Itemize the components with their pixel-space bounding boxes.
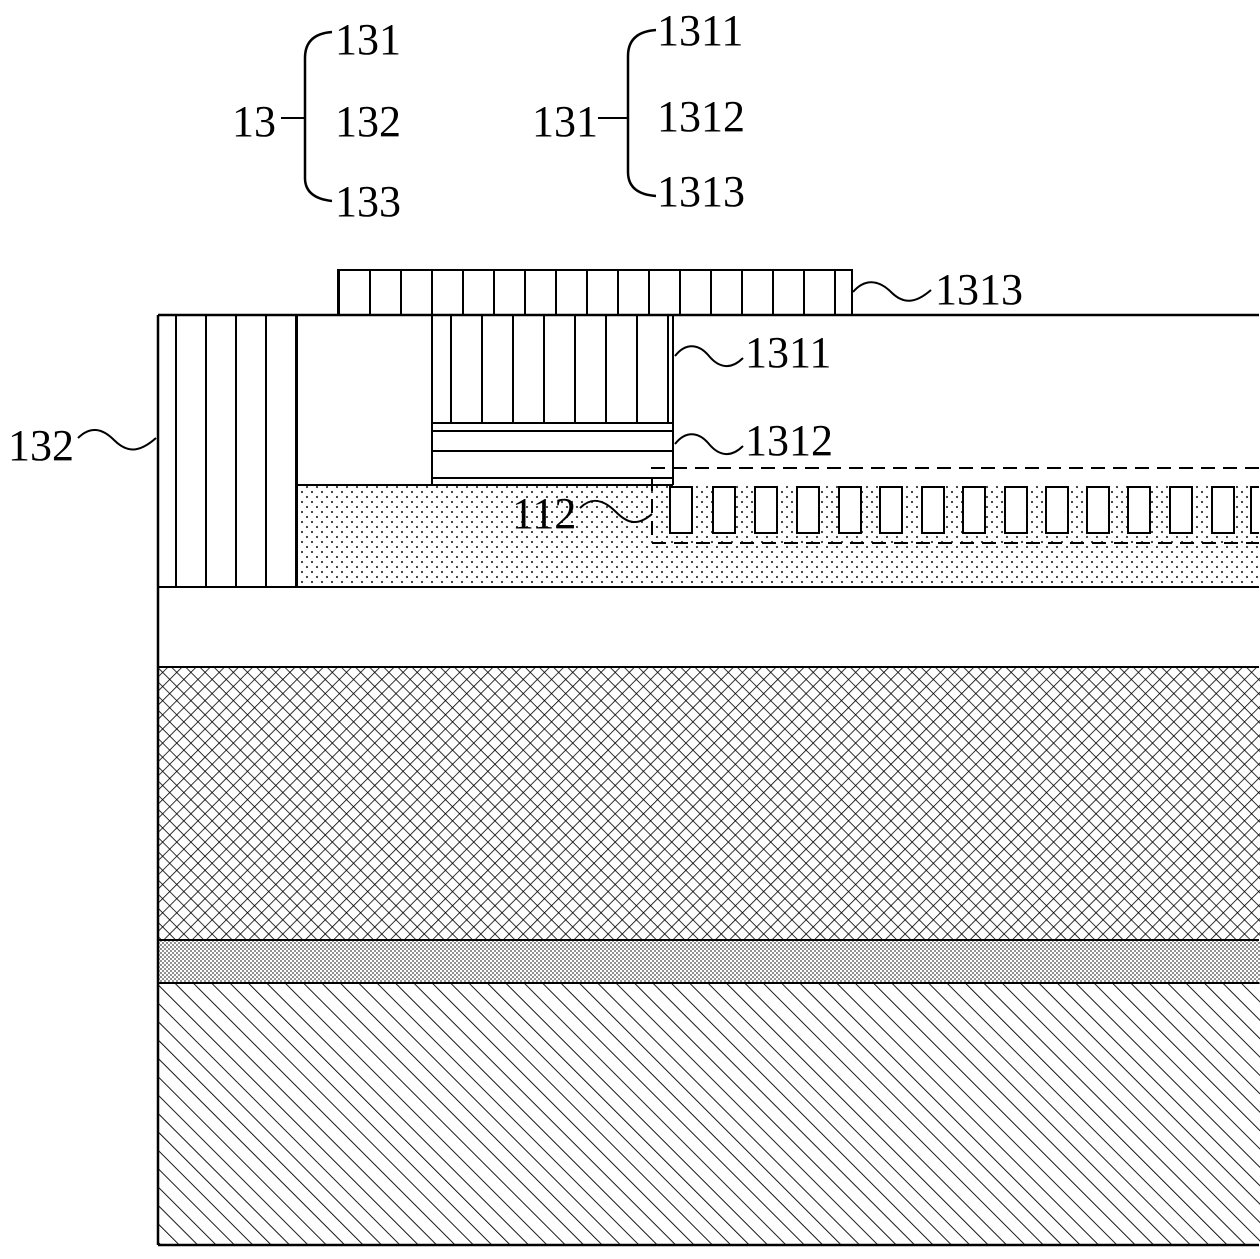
leader-1313: [852, 281, 932, 302]
label-132: 132: [8, 421, 74, 470]
grating-tooth: [754, 486, 778, 534]
grating-tooth: [796, 486, 820, 534]
grating-tooth: [1211, 486, 1235, 534]
legend-131-item-1311: 1311: [657, 6, 743, 55]
callout-132: 132: [8, 421, 157, 470]
grating-tooth: [921, 486, 945, 534]
region-112-outline: [651, 467, 1259, 544]
grating-tooth: [1004, 486, 1028, 534]
leader-1312: [674, 433, 744, 455]
layer-1311: [432, 315, 673, 423]
legend-131-item-1312: 1312: [657, 92, 745, 141]
grating-tooth: [1086, 486, 1110, 534]
crosshatch-layer: [159, 667, 1260, 940]
grating-tooth: [838, 486, 862, 534]
grating-tooth: [712, 486, 736, 534]
grating-tooth: [1127, 486, 1151, 534]
electrode-132: [160, 315, 297, 587]
legend-131-group-label: 131: [532, 97, 598, 146]
dense-dotted-layer: [159, 940, 1260, 983]
layer-1313: [337, 269, 853, 316]
blank-block: [297, 315, 432, 485]
callout-1312: 1312: [674, 416, 833, 465]
callout-112: 112: [512, 489, 653, 538]
label-1311: 1311: [745, 328, 831, 377]
layer-1312: [432, 422, 673, 485]
callout-1313: 1313: [852, 265, 1023, 314]
label-1313: 1313: [935, 265, 1023, 314]
legend-13-item-131: 131: [335, 15, 401, 64]
legend-131: 131 1311 1312 1313: [532, 6, 745, 216]
substrate-layer: [159, 983, 1260, 1245]
legend-13-item-133: 133: [335, 177, 401, 226]
legend-13: 13 131 132 133: [232, 15, 401, 226]
legend-13-bracket: [303, 30, 333, 203]
callout-1311: 1311: [674, 328, 831, 377]
layer-borders: [156, 313, 1259, 1247]
leader-112: [579, 499, 653, 523]
blank-layer: [159, 587, 1260, 667]
grating-tooth: [962, 486, 986, 534]
legend-131-item-1313: 1313: [657, 167, 745, 216]
legend-13-group-label: 13: [232, 97, 276, 146]
leader-1311: [674, 345, 744, 367]
label-112: 112: [512, 489, 576, 538]
legend-13-item-132: 132: [335, 97, 401, 146]
legend-131-bracket: [626, 28, 657, 198]
label-1312: 1312: [745, 416, 833, 465]
dotted-layer: [297, 485, 1260, 587]
grating-tooth: [1045, 486, 1069, 534]
grating-tooth: [669, 486, 693, 534]
grating-teeth: [669, 486, 1259, 534]
leader-132: [77, 429, 157, 451]
grating-tooth: [1250, 486, 1259, 534]
grating-tooth: [1169, 486, 1193, 534]
grating-tooth: [879, 486, 903, 534]
